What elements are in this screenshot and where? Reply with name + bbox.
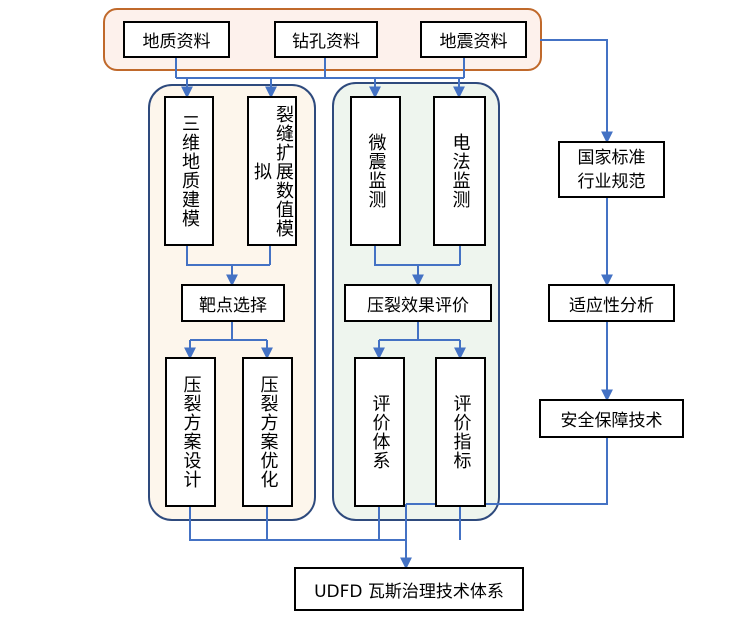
target-selection-label: 靶点选择	[199, 295, 267, 316]
safety-technology-box: 安全保障技术	[539, 399, 684, 438]
fracturing-design-box: 压裂方案设计	[165, 357, 216, 507]
geology-data-box: 地质资料	[123, 21, 230, 58]
fracture-simulation-label: 裂缝扩展数值模拟	[251, 104, 294, 238]
fracturing-design-label: 压裂方案设计	[180, 375, 202, 489]
output-system-box: UDFD 瓦斯治理技术体系	[294, 567, 524, 611]
fracture-simulation-box: 裂缝扩展数值模拟	[247, 96, 297, 246]
adaptability-analysis-box: 适应性分析	[548, 284, 675, 322]
electric-monitoring-label: 电法监测	[449, 133, 471, 209]
fracturing-optimization-box: 压裂方案优化	[242, 357, 293, 507]
standards-label: 国家标准行业规范	[577, 147, 646, 192]
microseismic-monitoring-label: 微震监测	[365, 133, 387, 209]
safety-technology-label: 安全保障技术	[560, 411, 663, 431]
geology-data-label: 地质资料	[142, 32, 211, 52]
evaluation-system-label: 评价体系	[369, 394, 391, 470]
fracturing-evaluation-box: 压裂效果评价	[344, 284, 492, 322]
3d-geological-modeling-box: 三维地质建模	[164, 96, 214, 246]
microseismic-monitoring-box: 微震监测	[350, 96, 401, 246]
standards-box: 国家标准行业规范	[558, 141, 665, 198]
fracturing-evaluation-label: 压裂效果评价	[367, 295, 469, 316]
seismic-data-label: 地震资料	[439, 32, 508, 52]
electric-monitoring-box: 电法监测	[433, 96, 486, 246]
target-selection-box: 靶点选择	[181, 284, 285, 322]
evaluation-system-box: 评价体系	[354, 357, 405, 507]
seismic-data-box: 地震资料	[420, 21, 527, 58]
adaptability-analysis-label: 适应性分析	[569, 295, 654, 316]
fracturing-optimization-label: 压裂方案优化	[257, 375, 279, 489]
drilling-data-box: 钻孔资料	[274, 21, 378, 58]
evaluation-index-label: 评价指标	[450, 394, 472, 470]
3d-geological-modeling-label: 三维地质建模	[179, 114, 200, 228]
output-system-label: UDFD 瓦斯治理技术体系	[314, 581, 504, 602]
evaluation-index-box: 评价指标	[435, 357, 486, 507]
drilling-data-label: 钻孔资料	[292, 32, 360, 52]
